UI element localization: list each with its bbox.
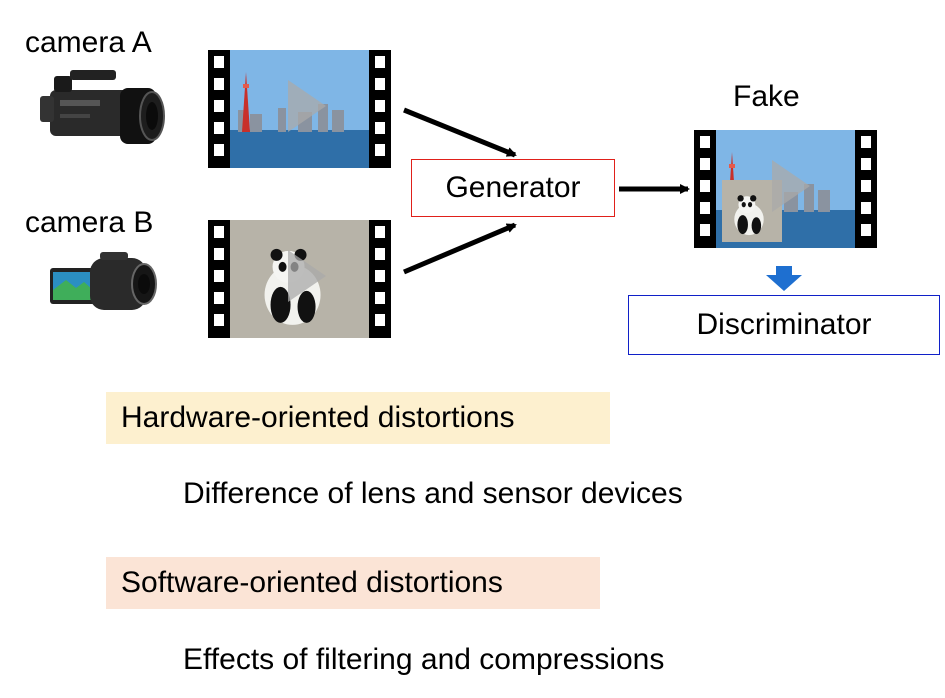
down-arrow-icon bbox=[766, 266, 802, 291]
software-distortions-title: Software-oriented distortions bbox=[121, 566, 503, 599]
hardware-distortions-heading: Hardware-oriented distortions bbox=[106, 392, 610, 444]
handycam-icon bbox=[50, 252, 157, 310]
play-icon bbox=[288, 80, 326, 132]
fake-label: Fake bbox=[733, 80, 800, 113]
generator-label: Generator bbox=[445, 171, 581, 204]
discriminator-label: Discriminator bbox=[696, 308, 872, 341]
camera-a-label: camera A bbox=[25, 26, 152, 59]
discriminator-box: Discriminator bbox=[628, 295, 940, 355]
software-distortions-heading: Software-oriented distortions bbox=[106, 557, 600, 609]
software-distortions-description: Effects of filtering and compressions bbox=[183, 643, 665, 676]
arrow-a-to-generator bbox=[403, 107, 517, 158]
hardware-distortions-title: Hardware-oriented distortions bbox=[121, 401, 515, 434]
camera-b-label: camera B bbox=[25, 206, 154, 239]
film-strip-video-b bbox=[208, 220, 391, 338]
arrow-b-to-generator bbox=[403, 222, 517, 275]
play-icon bbox=[772, 160, 810, 212]
generator-box: Generator bbox=[411, 159, 615, 217]
hardware-distortions-description: Difference of lens and sensor devices bbox=[183, 477, 683, 510]
film-strip-video-fake bbox=[694, 130, 877, 248]
camcorder-icon bbox=[40, 70, 165, 144]
film-strip-video-a bbox=[208, 50, 391, 168]
play-icon bbox=[288, 250, 326, 302]
